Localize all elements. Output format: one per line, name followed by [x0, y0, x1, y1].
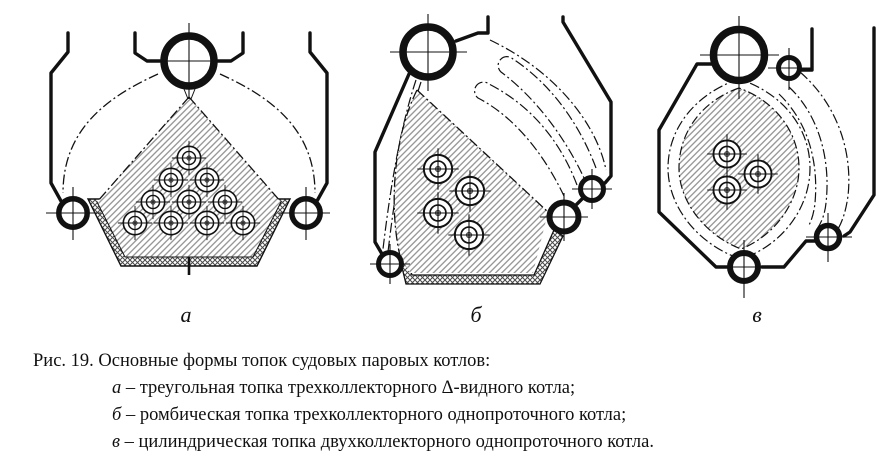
tube-bank-lines	[62, 73, 316, 194]
caption-item-b-label: б	[112, 405, 122, 425]
furnace-screen-edges	[96, 96, 282, 203]
small-drum-top-right	[768, 48, 811, 90]
caption-title: Рис. 19. Основные формы топок судовых па…	[33, 351, 491, 371]
caption-item-v-text: – цилиндрическая топка двухколлекторного…	[120, 432, 654, 452]
boiler-diagram-a-svg: а	[46, 23, 330, 327]
water-collector-left	[46, 187, 101, 240]
tube-bank-lines-right	[474, 39, 607, 197]
water-collector-bottom	[718, 240, 770, 298]
water-collector-right	[279, 187, 330, 240]
furnace-screen-edges	[393, 89, 549, 257]
boiler-diagram-v: в	[630, 0, 892, 340]
caption-item-a-text: – треугольная топка трехколлекторного Δ-…	[121, 378, 576, 398]
panel-label-a: а	[181, 302, 192, 327]
water-collector-upper-right	[572, 169, 612, 209]
steam-drum	[700, 16, 779, 99]
caption-item-v: в – цилиндрическая топка двухколлекторно…	[33, 429, 873, 456]
caption-item-b: б – ромбическая топка трехколлекторного …	[33, 402, 873, 429]
boiler-casing	[373, 15, 613, 256]
caption-item-b-text: – ромбическая топка трехколлекторного од…	[121, 405, 627, 425]
caption-item-v-label: в	[112, 432, 121, 452]
boiler-diagram-b: б	[330, 0, 630, 340]
water-collector-middle-right	[540, 193, 588, 241]
screen-tube-funnel	[183, 88, 196, 100]
steam-drum	[390, 14, 467, 91]
boiler-casing	[657, 26, 876, 269]
tube-bank-lines-right	[778, 71, 850, 230]
panel-label-v: в	[752, 302, 762, 327]
water-collector-bottom-left	[370, 244, 410, 284]
tube-screen-oval	[667, 78, 811, 260]
boiler-diagram-v-svg: в	[657, 16, 876, 327]
boiler-diagram-b-svg: б	[370, 14, 613, 327]
furnace-hatch-area	[678, 87, 800, 250]
caption-item-a: а – треугольная топка трехколлекторного …	[33, 375, 873, 402]
water-collector-right	[806, 213, 852, 262]
panel-label-b: б	[470, 302, 482, 327]
furnace-hatch-area	[97, 97, 281, 257]
boiler-diagram-a: а	[30, 0, 330, 340]
steam-drum	[151, 23, 227, 99]
caption-item-a-label: а	[112, 378, 122, 398]
figure-caption: Рис. 19. Основные формы топок судовых па…	[33, 348, 873, 456]
